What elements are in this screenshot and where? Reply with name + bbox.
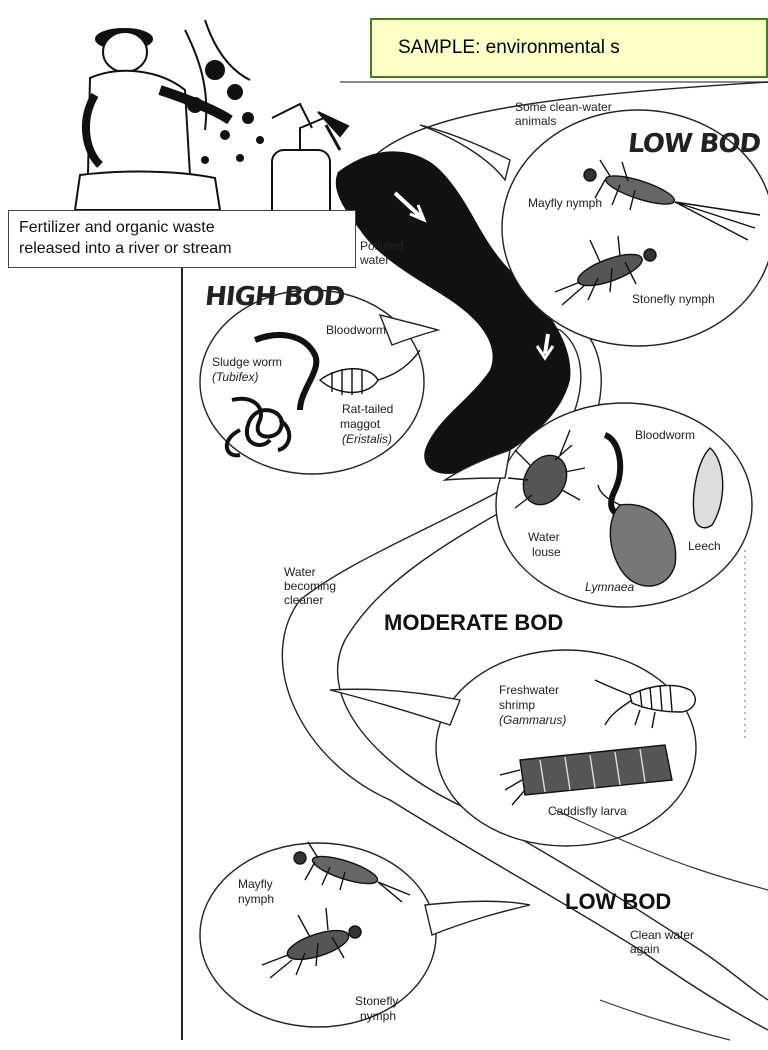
organism-label: Mayfly bbox=[238, 878, 273, 892]
bottom-low-bod-heading: LOW BOD bbox=[565, 889, 671, 914]
organism-label: Leech bbox=[688, 540, 721, 554]
organism-label: Freshwater bbox=[499, 684, 559, 698]
moderate-caption: Water becoming cleaner bbox=[284, 566, 336, 607]
organism-label: Bloodworm bbox=[635, 429, 695, 443]
organism-label: maggot bbox=[340, 418, 380, 432]
organism-label: Caddisfly larva bbox=[548, 805, 627, 819]
organism-label: Mayfly nymph bbox=[528, 197, 602, 211]
farmer-illustration bbox=[75, 20, 263, 210]
organism-label: Rat-tailed bbox=[342, 403, 393, 417]
organism-label: louse bbox=[532, 546, 561, 560]
sample-banner: SAMPLE: environmental s bbox=[370, 18, 768, 78]
organism-label: nymph bbox=[238, 893, 274, 907]
organism-label: (Tubifex) bbox=[212, 371, 258, 385]
organism-label: (Gammarus) bbox=[499, 714, 566, 728]
top-low-bod-heading: LOW BOD bbox=[626, 130, 761, 160]
source-callout-line: Fertilizer and organic waste bbox=[19, 217, 355, 238]
organism-label: Stonefly nymph bbox=[632, 293, 715, 307]
moderate-bod-heading: MODERATE BOD bbox=[384, 610, 563, 635]
organism-label: nymph bbox=[360, 1010, 396, 1024]
organism-label: (Eristalis) bbox=[342, 433, 392, 447]
organism-label: Bloodworm bbox=[326, 324, 386, 338]
top-low-caption: Some clean-water animals bbox=[515, 101, 612, 129]
organism-label: Stonefly bbox=[355, 995, 398, 1009]
organism-label: shrimp bbox=[499, 699, 535, 713]
organism-label: Water bbox=[528, 531, 560, 545]
organism-label: Sludge worm bbox=[212, 356, 282, 370]
organism-label: Lymnaea bbox=[585, 581, 634, 595]
source-callout: Fertilizer and organic waste released in… bbox=[8, 210, 356, 268]
high-caption: Polluted water bbox=[360, 240, 403, 268]
high-bod-heading: HIGH BOD bbox=[203, 283, 345, 313]
bottom-low-caption: Clean water again bbox=[630, 929, 694, 957]
source-callout-line: released into a river or stream bbox=[19, 238, 355, 259]
